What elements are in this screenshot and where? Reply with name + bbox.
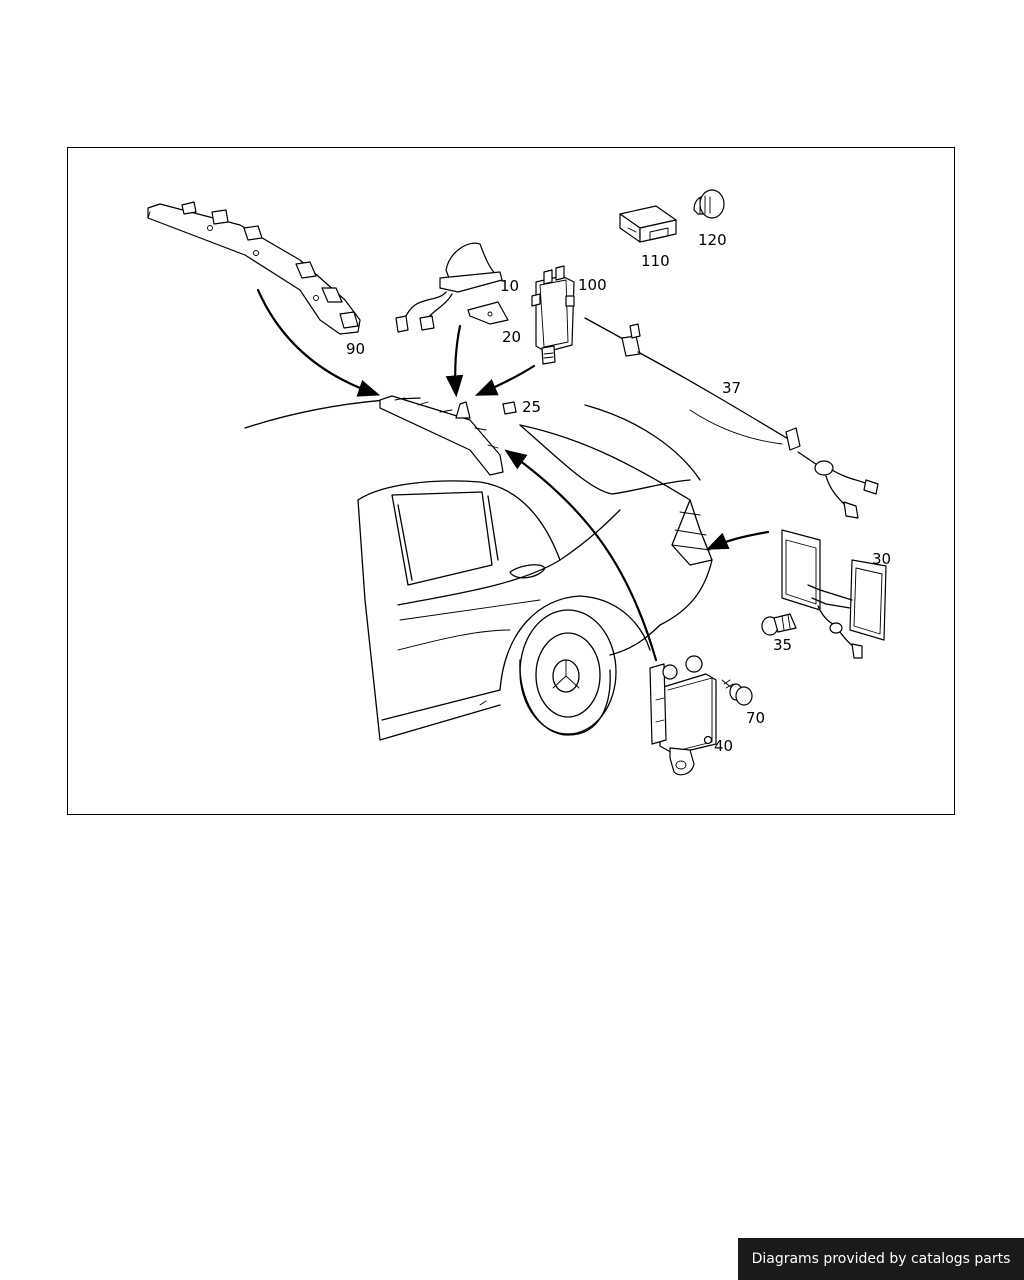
label-70: 70 [746, 709, 765, 727]
footer-credit-text: Diagrams provided by catalogs parts [751, 1251, 1011, 1267]
part-labels: 90 10 20 100 110 120 25 37 30 35 70 40 [346, 231, 891, 755]
part-37-cable [584, 317, 879, 519]
footer-credit-badge: Diagrams provided by catalogs parts [738, 1238, 1024, 1280]
part-120-push-clip [693, 189, 725, 219]
roof-antenna-installed [379, 395, 517, 476]
label-35: 35 [773, 636, 792, 654]
label-37: 37 [722, 379, 741, 397]
part-40-amplifier-module [649, 655, 717, 776]
part-35-grommet [761, 613, 797, 636]
label-120: 120 [698, 231, 727, 249]
part-70-bolt [721, 679, 753, 706]
part-25-clip [502, 401, 517, 415]
label-100: 100 [578, 276, 607, 294]
part-90-antenna-strip [147, 201, 361, 335]
part-100-amplifier [531, 265, 575, 365]
label-110: 110 [641, 252, 670, 270]
leader-arrows [256, 288, 770, 662]
label-90: 90 [346, 340, 365, 358]
part-10-antenna-fin [395, 242, 503, 333]
label-30: 30 [872, 550, 891, 568]
label-25: 25 [522, 398, 541, 416]
part-30-antenna-panels [781, 529, 887, 659]
diagram-frame [67, 147, 955, 815]
label-20: 20 [502, 328, 521, 346]
label-10: 10 [500, 277, 519, 295]
part-20-gasket [467, 301, 509, 325]
label-40: 40 [714, 737, 733, 755]
part-110-control-unit [619, 205, 677, 243]
